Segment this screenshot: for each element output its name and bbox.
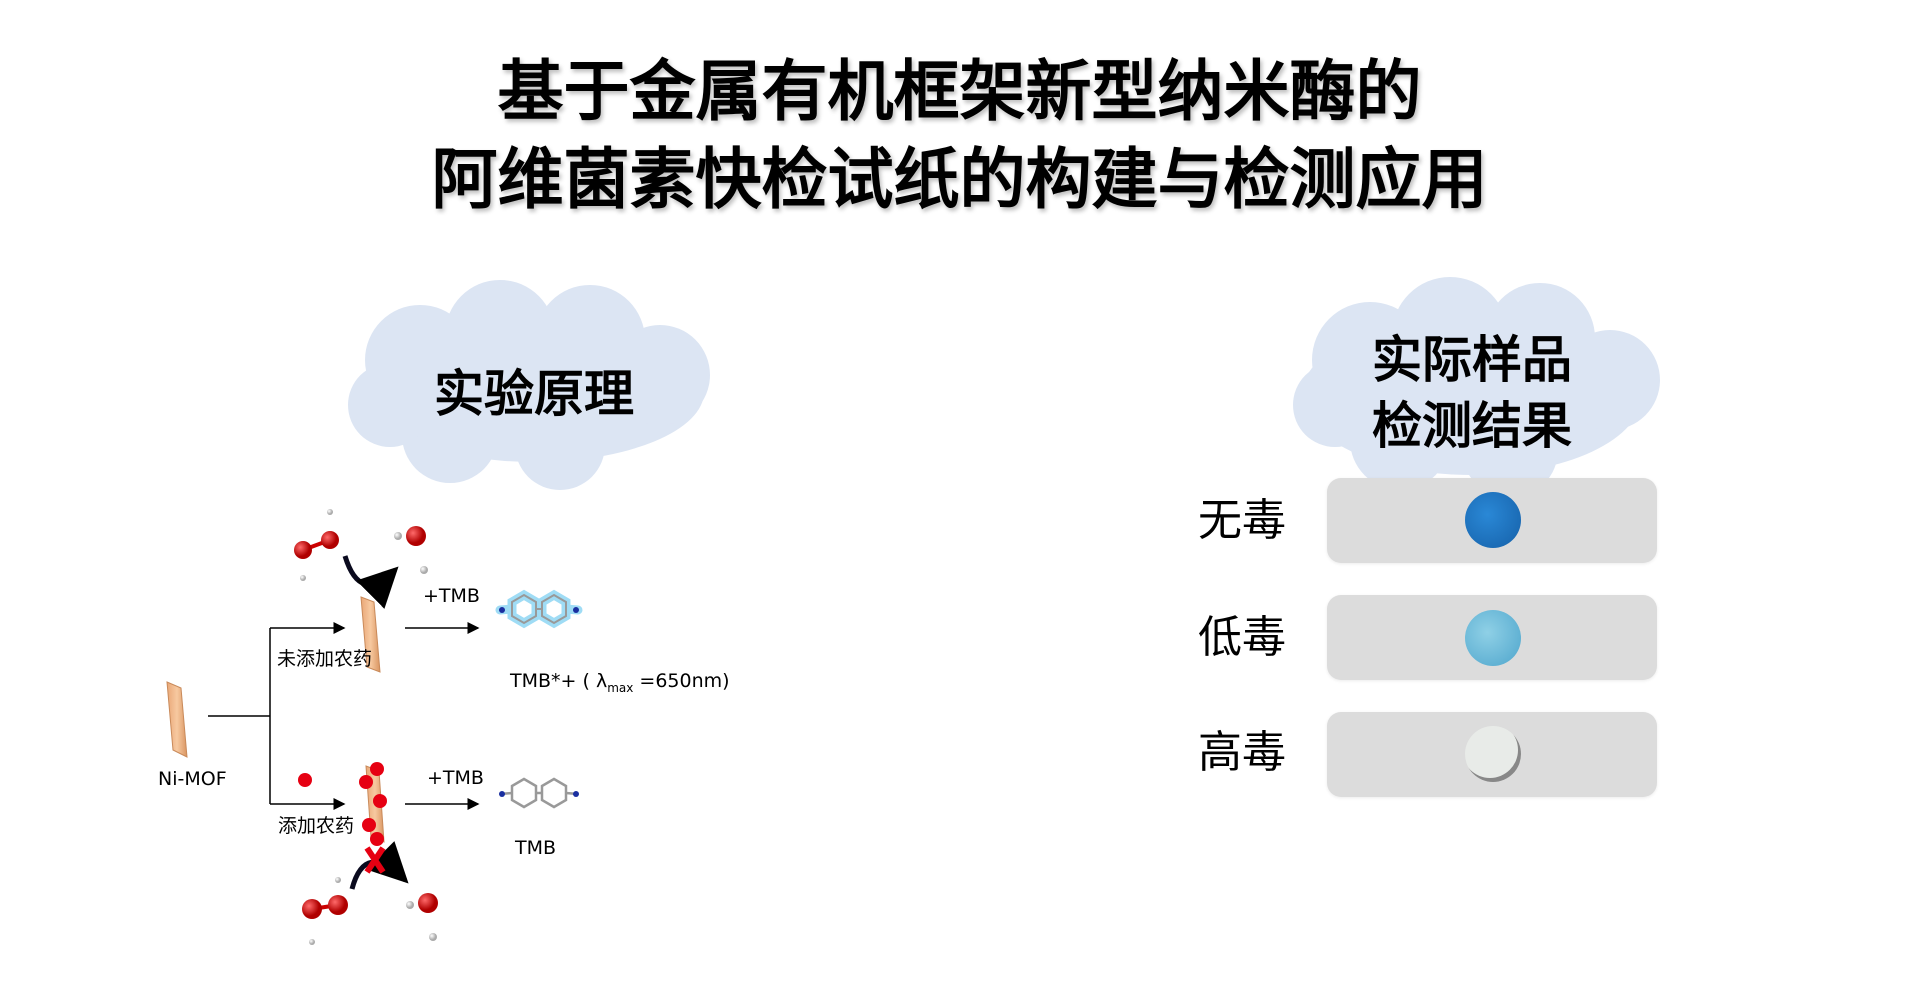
strip-dot-low: [1465, 610, 1521, 666]
branch-no-pesticide-label: 未添加农药: [277, 648, 373, 670]
reaction-lines: [208, 622, 480, 810]
strip-label-high: 高毒: [1198, 727, 1286, 778]
h2o-molecule-top: [394, 526, 428, 574]
strip-dot-none: [1465, 492, 1521, 548]
product-top-label: TMB*+ ( λmax =650nm): [510, 670, 730, 699]
product-top-tail: =650nm): [633, 670, 730, 692]
reagent-bottom-label: +TMB: [427, 767, 484, 789]
branch-pesticide-label: 添加农药: [278, 815, 355, 837]
cloud-results: [1293, 277, 1660, 498]
reagent-top-label: +TMB: [423, 585, 480, 607]
strip-dot-high: [1465, 726, 1521, 782]
tmb-molecule: [499, 777, 579, 809]
principle-heading: 实验原理: [434, 365, 634, 423]
results-heading-line-1: 实际样品: [1372, 331, 1572, 389]
title-line-1: 基于金属有机框架新型纳米酶的: [497, 53, 1422, 130]
product-bottom-label: TMB: [515, 837, 557, 859]
h2o2-molecule-top: [294, 509, 339, 581]
h2o2-molecule-bottom: [302, 877, 348, 945]
blocked-x-icon: [364, 846, 386, 874]
tmb-oxidized-molecule: [495, 589, 583, 629]
product-top-text: TMB*+ ( λ: [510, 670, 608, 692]
test-strip-none: [1327, 478, 1657, 563]
ni-mof-crystal: [166, 681, 188, 758]
strip-label-none: 无毒: [1198, 495, 1286, 546]
title-line-2: 阿维菌素快检试纸的构建与检测应用: [431, 141, 1488, 218]
curved-arrow-top: [342, 555, 399, 609]
product-top-sub: max: [607, 680, 634, 695]
h2o-molecule-bottom: [406, 893, 438, 941]
test-strip-high: [1327, 712, 1657, 797]
cloud-principle: [348, 280, 710, 490]
results-heading-line-2: 检测结果: [1372, 397, 1572, 455]
test-strip-low: [1327, 595, 1657, 680]
ni-mof-label: Ni-MOF: [158, 768, 227, 790]
strip-label-low: 低毒: [1198, 612, 1286, 663]
